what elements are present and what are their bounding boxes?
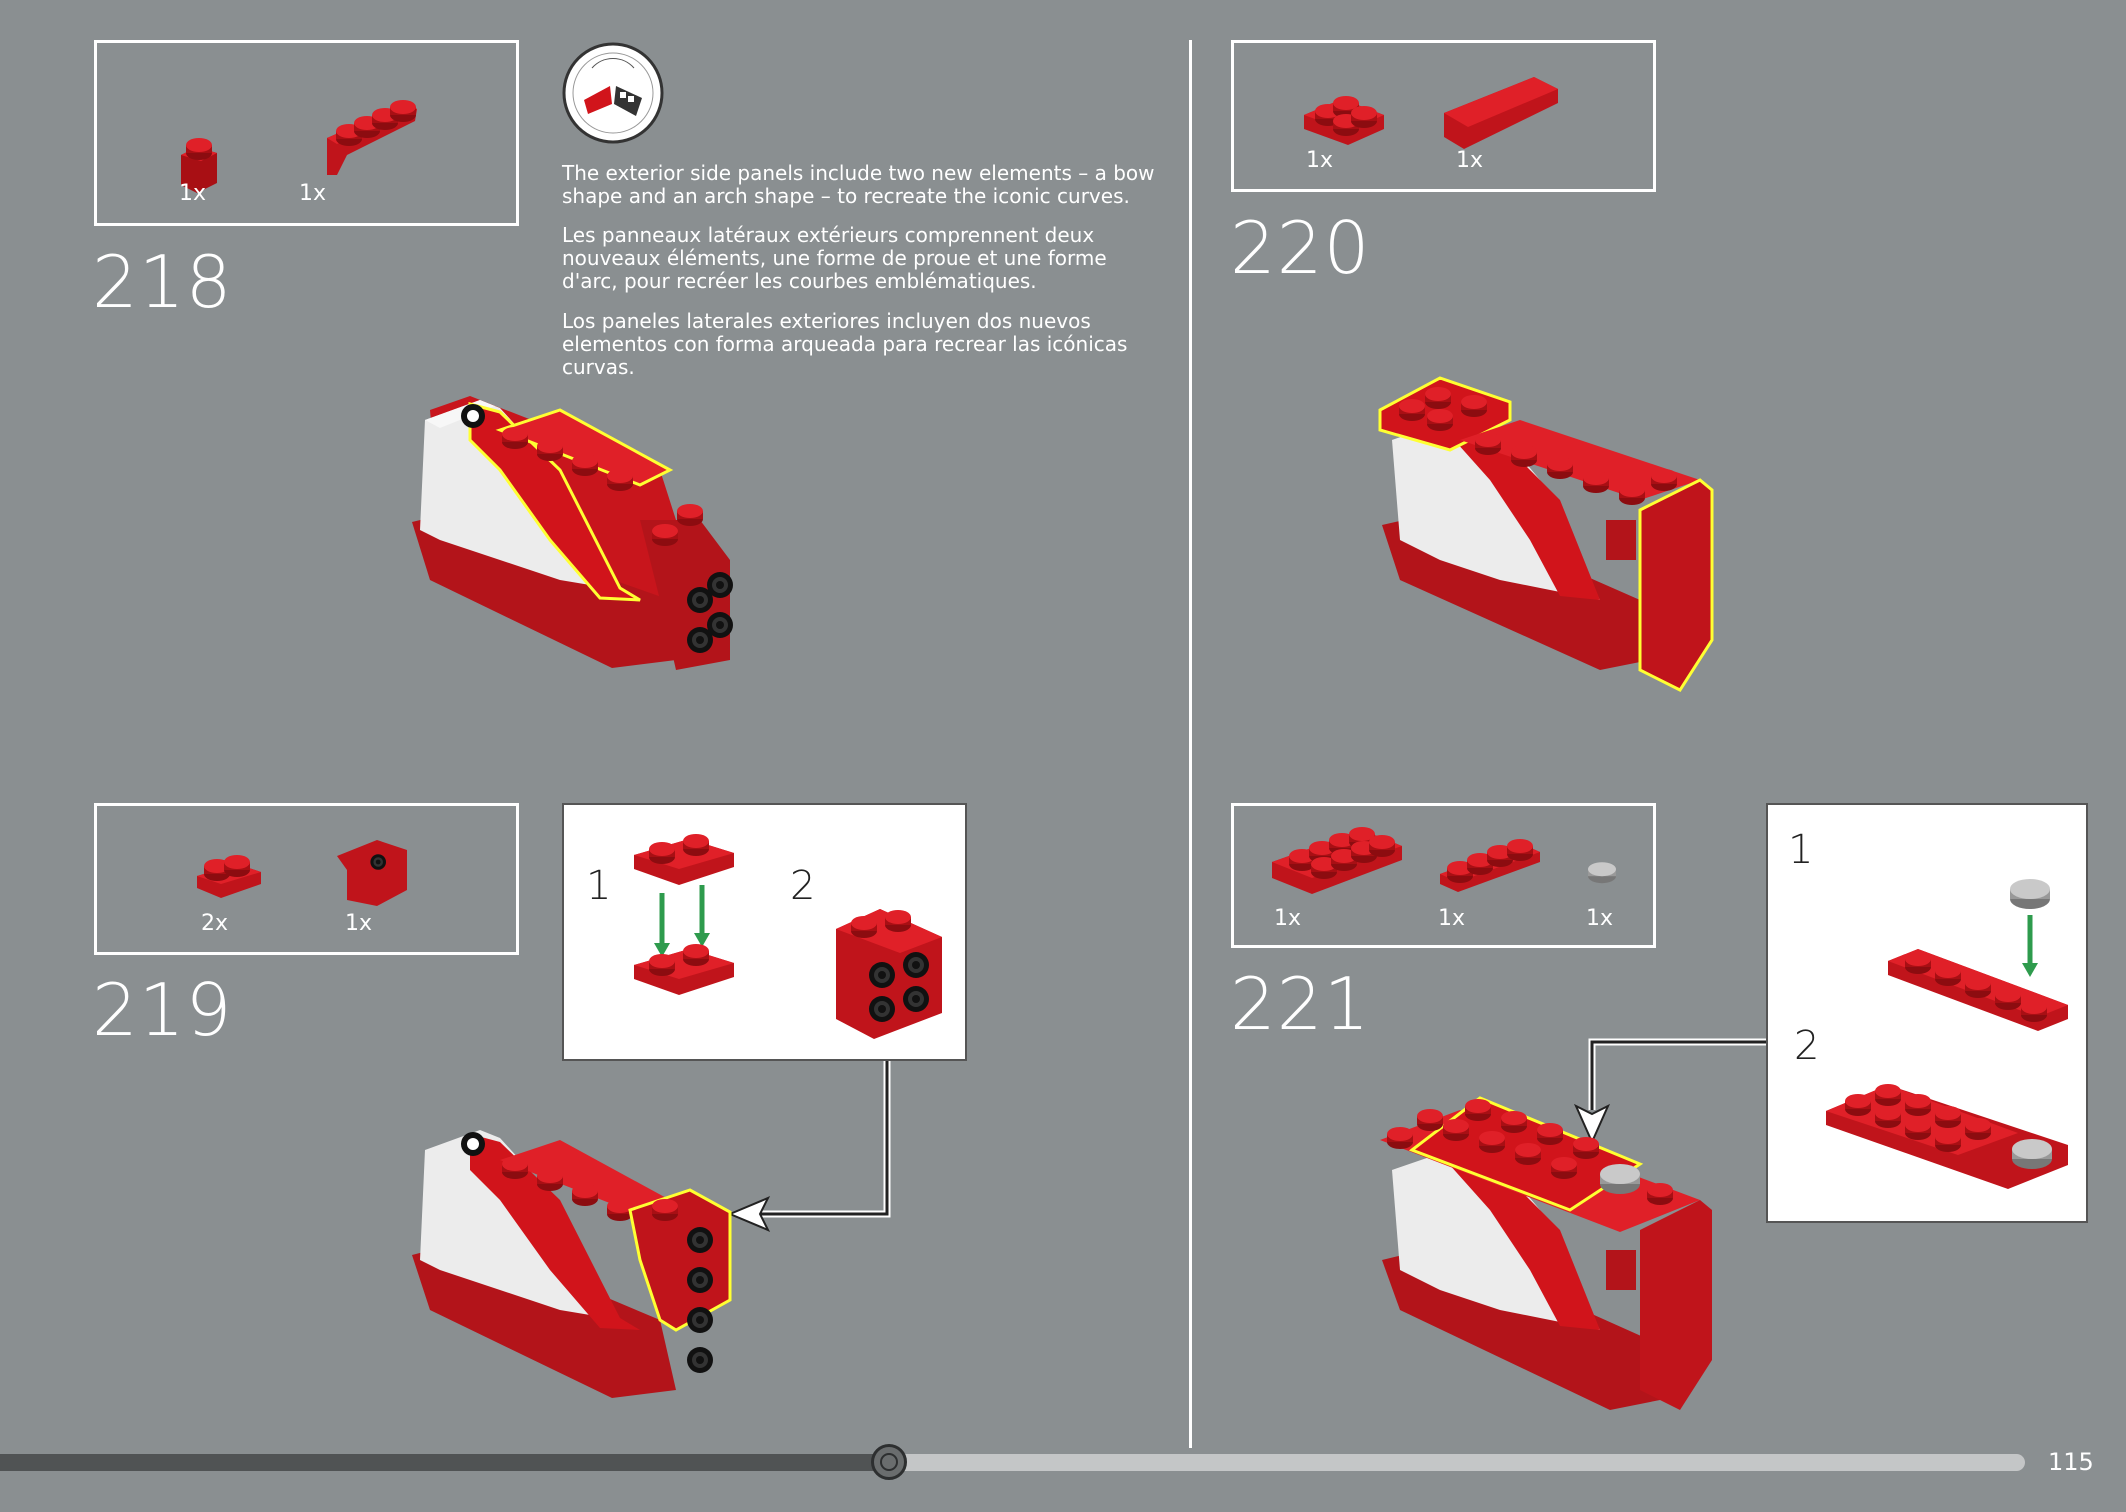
step-number: 219 bbox=[92, 968, 233, 1052]
part-qty: 1x bbox=[345, 911, 373, 936]
sub-step-number: 2 bbox=[1794, 1023, 1820, 1069]
page-number: 115 bbox=[2048, 1448, 2094, 1476]
callout-art-221 bbox=[1826, 879, 2068, 1189]
step-number: 221 bbox=[1230, 962, 1371, 1046]
parts-list-221: 1x 1x 1x bbox=[1231, 803, 1656, 948]
step-number: 218 bbox=[92, 240, 233, 324]
callout-art-219 bbox=[634, 834, 942, 1039]
callout-221: 1 2 bbox=[1766, 803, 2088, 1223]
progress-fill bbox=[0, 1454, 889, 1471]
chevrolet-logo bbox=[562, 42, 664, 144]
parts-art-218 bbox=[181, 100, 417, 193]
parts-art-220 bbox=[1304, 77, 1558, 149]
parts-art-221 bbox=[1272, 827, 1616, 894]
parts-list-219: 2x 1x bbox=[94, 803, 519, 955]
callout-219: 1 2 bbox=[562, 803, 967, 1061]
parts-list-220: 1x 1x bbox=[1231, 40, 1656, 192]
intro-text-fr: Les panneaux latéraux extérieurs compren… bbox=[562, 223, 1107, 293]
part-qty: 1x bbox=[1586, 906, 1614, 931]
part-qty: 1x bbox=[1438, 906, 1466, 931]
part-qty: 2x bbox=[201, 911, 229, 936]
step-number: 220 bbox=[1230, 206, 1371, 290]
chevrolet-emblem-icon bbox=[562, 42, 664, 144]
page-divider bbox=[1189, 40, 1192, 1448]
part-qty: 1x bbox=[1274, 906, 1302, 931]
sub-step-number: 1 bbox=[1788, 827, 1814, 873]
sub-step-number: 2 bbox=[790, 863, 816, 909]
progress-handle[interactable] bbox=[871, 1444, 907, 1480]
part-qty: 1x bbox=[299, 181, 327, 206]
intro-text-es: Los paneles laterales exteriores incluye… bbox=[562, 309, 1128, 379]
intro-text-en: The exterior side panels include two new… bbox=[562, 161, 1155, 208]
sub-step-number: 1 bbox=[586, 863, 612, 909]
part-qty: 1x bbox=[1306, 148, 1334, 173]
part-qty: 1x bbox=[1456, 148, 1484, 173]
part-qty: 1x bbox=[179, 181, 207, 206]
parts-list-218: 1x 1x bbox=[94, 40, 519, 226]
parts-art-219 bbox=[197, 840, 407, 906]
